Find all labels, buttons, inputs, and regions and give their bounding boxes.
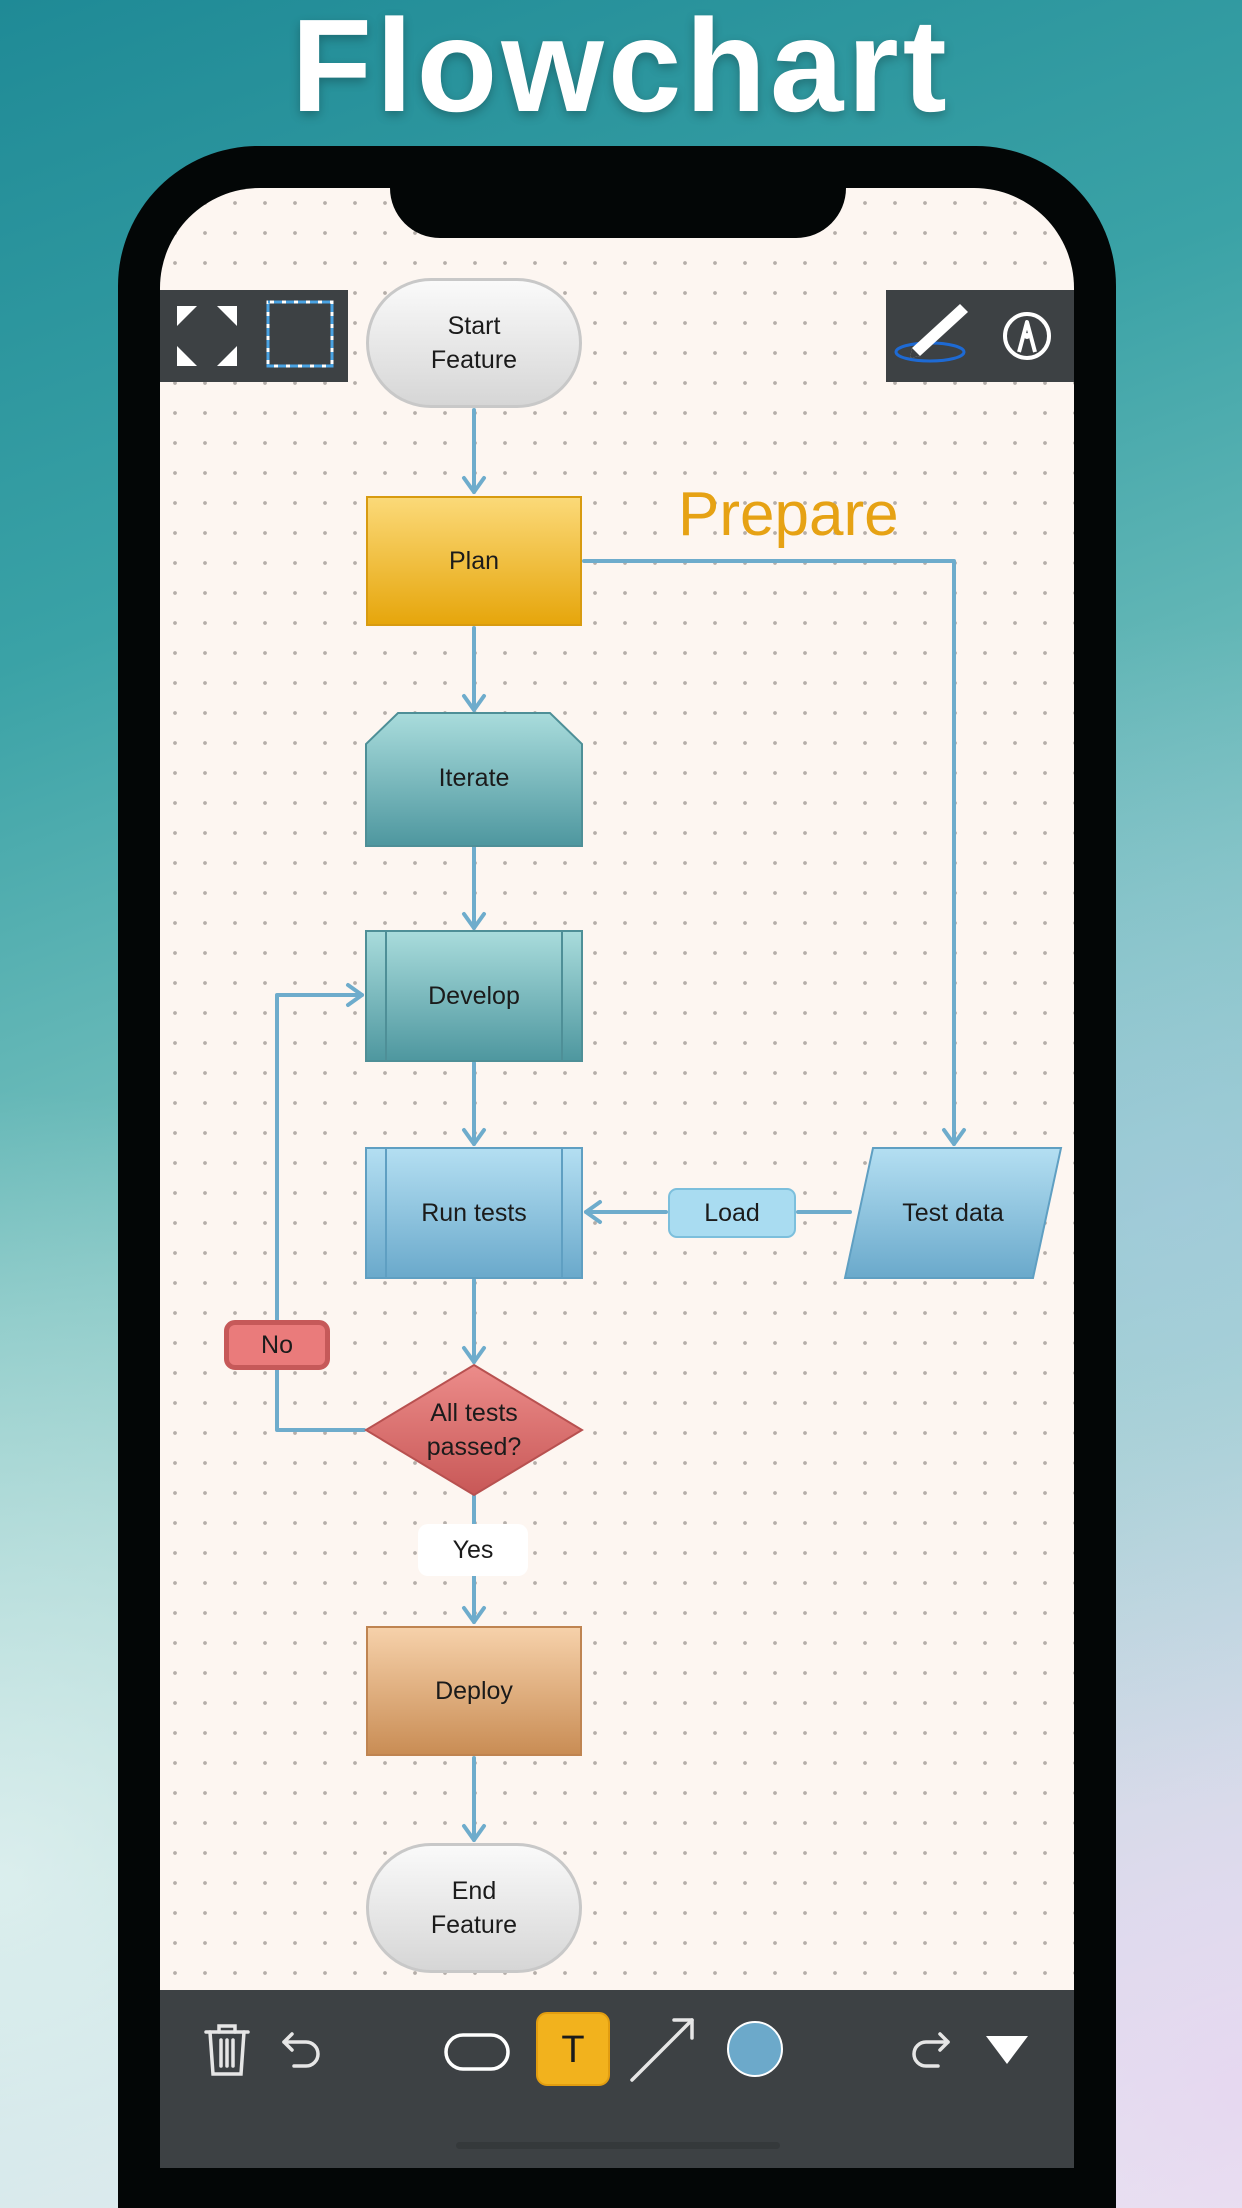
selection-icon <box>266 300 334 368</box>
pen-tool-button[interactable] <box>980 290 1074 382</box>
node-end[interactable]: End Feature <box>366 1843 582 1973</box>
arrow-tool-button[interactable] <box>624 2012 698 2086</box>
node-end-line2: Feature <box>430 1911 518 1939</box>
undo-icon <box>282 2032 320 2068</box>
node-iterate-label: Iterate <box>439 764 510 792</box>
node-decision-line2: passed? <box>427 1433 522 1461</box>
node-develop[interactable]: Develop <box>365 930 583 1062</box>
text-tool-button[interactable]: T <box>536 2012 610 2086</box>
redo-button[interactable] <box>896 2012 970 2086</box>
undo-button[interactable] <box>262 2012 336 2086</box>
prepare-annotation[interactable]: Prepare <box>678 480 899 549</box>
freehand-draw-button[interactable] <box>886 290 980 382</box>
node-deploy-label: Deploy <box>435 1677 513 1705</box>
node-run-tests[interactable]: Run tests <box>365 1147 583 1279</box>
connector-testdata-runtests[interactable] <box>584 1200 852 1224</box>
node-run-tests-label: Run tests <box>421 1199 527 1227</box>
redo-icon <box>912 2032 950 2068</box>
dropdown-triangle-icon <box>986 2036 1028 2064</box>
phone-notch <box>390 188 846 238</box>
node-decision[interactable]: All tests passed? <box>364 1363 584 1497</box>
select-area-button[interactable] <box>254 290 348 382</box>
connector-plan-iterate[interactable] <box>462 626 486 712</box>
node-start-line2: Feature <box>430 346 518 374</box>
connector-deploy-end[interactable] <box>462 1756 486 1842</box>
bottom-toolbar <box>160 1990 1074 2168</box>
color-swatch <box>727 2021 783 2077</box>
text-tool-label: T <box>561 2029 584 2071</box>
pencil-draw-icon <box>894 304 968 363</box>
arrow-tool-icon <box>630 2018 694 2082</box>
node-plan[interactable]: Plan <box>366 496 582 626</box>
connector-iterate-develop[interactable] <box>462 844 486 930</box>
connector-decision-develop[interactable] <box>275 983 366 1432</box>
delete-button[interactable] <box>190 2012 264 2086</box>
node-develop-label: Develop <box>428 982 520 1010</box>
shape-rounded-rect-icon <box>444 2033 510 2071</box>
edge-label-load[interactable]: Load <box>668 1188 796 1238</box>
node-decision-line1: All tests <box>430 1399 518 1427</box>
node-start-line1: Start <box>447 312 501 340</box>
node-test-data-label: Test data <box>902 1199 1004 1227</box>
top-left-toolbar <box>160 290 348 382</box>
node-start[interactable]: Start Feature <box>366 278 582 408</box>
trash-icon <box>204 2024 250 2076</box>
home-indicator <box>456 2142 780 2149</box>
diagram-canvas[interactable] <box>160 188 1074 2168</box>
edge-label-yes[interactable]: Yes <box>418 1524 528 1576</box>
top-right-toolbar <box>886 290 1074 382</box>
fullscreen-icon <box>177 306 237 366</box>
text-tool-icon: T <box>536 2012 610 2086</box>
connector-runtests-decision[interactable] <box>462 1278 486 1364</box>
color-picker-button[interactable] <box>718 2012 792 2086</box>
fullscreen-button[interactable] <box>160 290 254 382</box>
node-end-line1: End <box>451 1877 497 1905</box>
node-iterate[interactable]: Iterate <box>365 712 583 847</box>
pen-tool-icon <box>1003 312 1051 360</box>
edge-label-no[interactable]: No <box>224 1320 330 1370</box>
more-options-button[interactable] <box>970 2012 1044 2086</box>
page-title: Flowchart <box>291 0 951 139</box>
connector-plan-testdata[interactable] <box>582 559 966 1146</box>
node-plan-label: Plan <box>448 547 500 575</box>
connector-develop-runtests[interactable] <box>462 1061 486 1146</box>
node-deploy[interactable]: Deploy <box>366 1626 582 1756</box>
connector-start-plan[interactable] <box>462 408 486 494</box>
shape-tool-button[interactable] <box>440 2012 514 2086</box>
node-test-data[interactable]: Test data <box>843 1147 1063 1279</box>
